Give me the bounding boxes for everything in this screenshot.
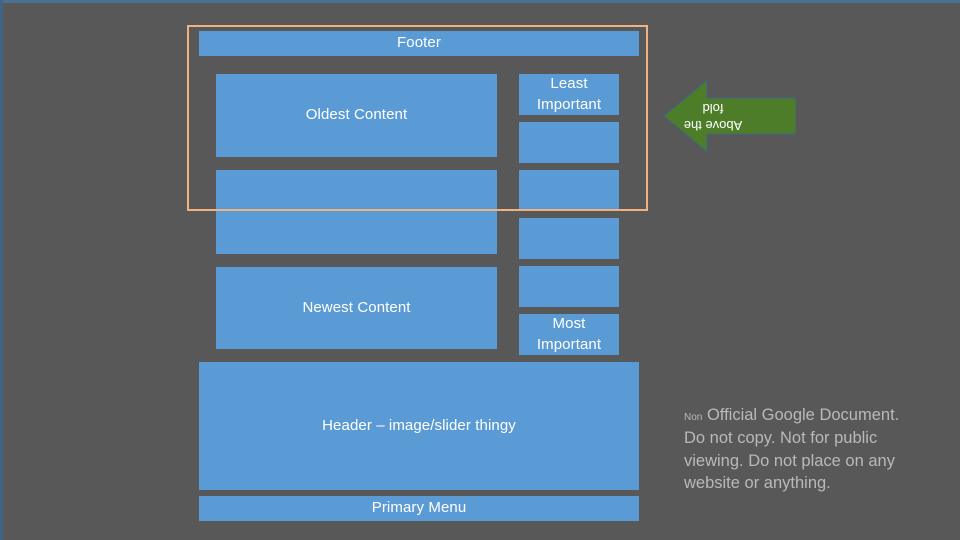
- sidebar-widget-most-important[interactable]: Most Important: [519, 314, 619, 355]
- footer-block[interactable]: Footer: [199, 31, 639, 56]
- disclaimer-text: Non Official Google Document. Do not cop…: [684, 404, 924, 495]
- content-block-oldest[interactable]: Oldest Content: [216, 74, 497, 157]
- primary-menu-block[interactable]: Primary Menu: [199, 496, 639, 521]
- sidebar-widget-5[interactable]: [519, 266, 619, 307]
- sidebar-widget-least-important[interactable]: Least Important: [519, 74, 619, 115]
- above-the-fold-outline: [187, 25, 648, 211]
- slide-top-edge: [0, 0, 960, 3]
- disclaimer-prefix: Non: [684, 412, 703, 423]
- left-arrow-icon: [664, 79, 796, 153]
- disclaimer-body: Official Google Document. Do not copy. N…: [684, 406, 900, 493]
- content-block-middle[interactable]: [216, 170, 497, 254]
- sidebar-widget-4[interactable]: [519, 218, 619, 259]
- sidebar-widget-label: Most Important: [536, 315, 602, 353]
- sidebar-widget-label: Least Important: [536, 75, 602, 113]
- slide-left-edge: [0, 0, 3, 540]
- sidebar-widget-2[interactable]: [519, 122, 619, 163]
- header-hero-block[interactable]: Header – image/slider thingy: [199, 362, 639, 490]
- sidebar-widget-3[interactable]: [519, 170, 619, 211]
- content-block-newest[interactable]: Newest Content: [216, 267, 497, 349]
- above-the-fold-arrow: Above the fold: [664, 79, 796, 153]
